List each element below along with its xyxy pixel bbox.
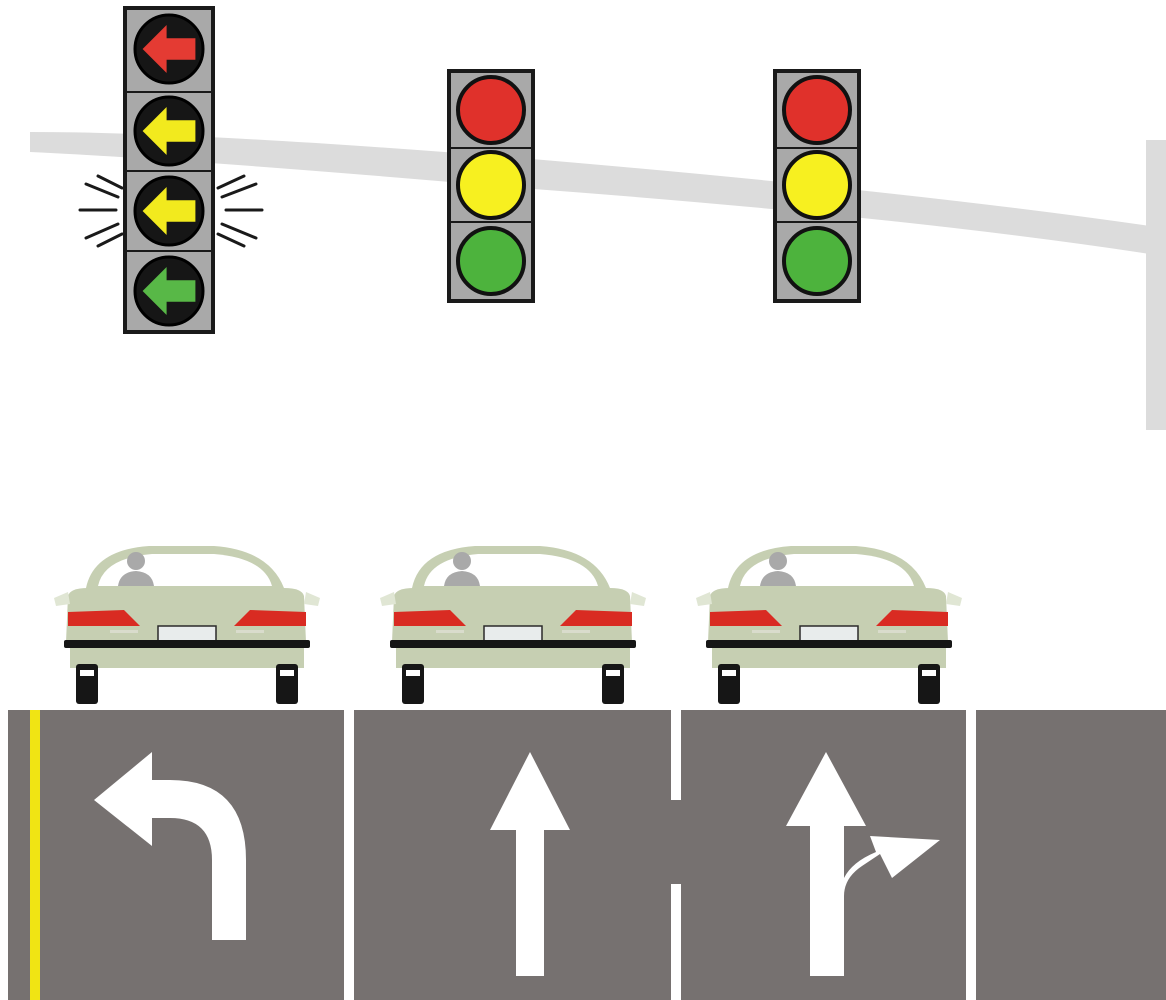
solid-lane-line xyxy=(966,710,976,1000)
yellow-center-line xyxy=(30,710,40,1000)
red-ball-lens xyxy=(784,77,850,143)
through-signal-head-right xyxy=(775,71,859,301)
red-arrow-lens xyxy=(135,15,203,83)
roadway xyxy=(8,710,1166,1000)
yellow-ball-lens xyxy=(784,152,850,218)
through-signal-head-center xyxy=(449,71,533,301)
yellow-arrow-lens xyxy=(135,97,203,165)
green-arrow-lens xyxy=(135,257,203,325)
green-ball-lens xyxy=(784,228,850,294)
green-ball-lens xyxy=(458,228,524,294)
red-ball-lens xyxy=(458,77,524,143)
yellow-ball-lens xyxy=(458,152,524,218)
solid-lane-line xyxy=(344,710,354,1000)
